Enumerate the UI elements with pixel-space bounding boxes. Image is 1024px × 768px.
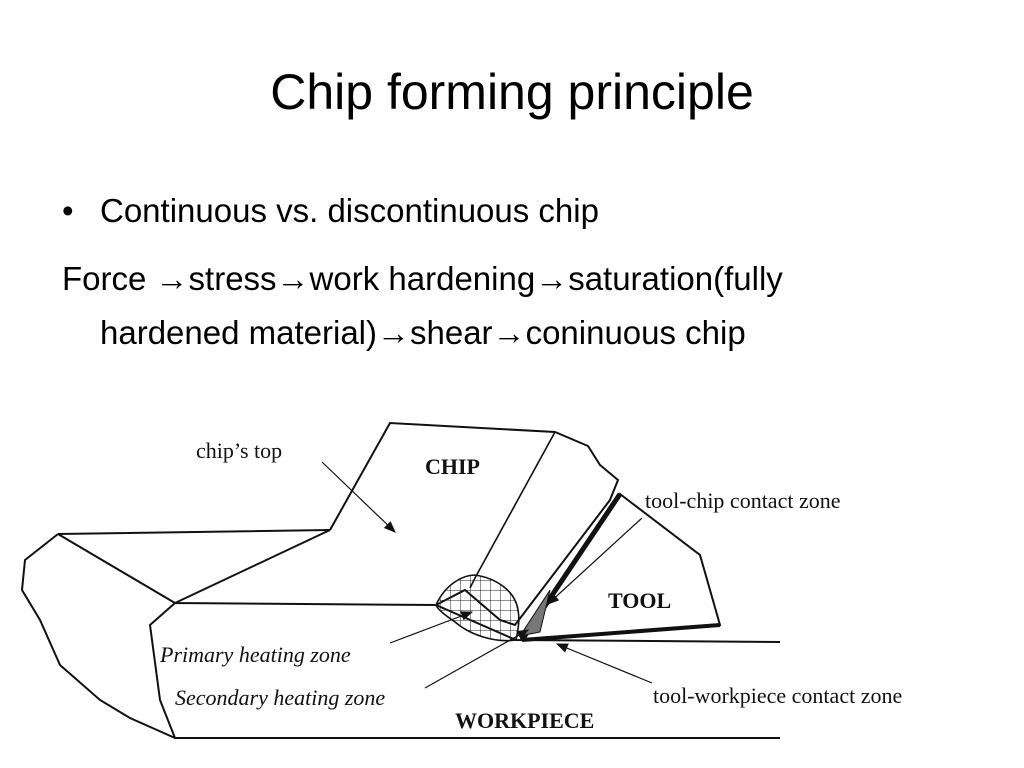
leader-secondary-heating xyxy=(424,629,530,689)
sequence-line-2: hardened material)→shear→coninuous chip xyxy=(62,306,962,360)
tool-flank-face xyxy=(521,623,721,642)
secondary-heating-zone xyxy=(518,589,551,637)
arrow-right-icon: → xyxy=(377,314,410,351)
arrow-right-icon: → xyxy=(535,260,569,297)
workpiece-body xyxy=(20,529,781,739)
bullet-text: Continuous vs. discontinuous chip xyxy=(100,192,599,229)
label-tool: TOOL xyxy=(608,588,671,613)
label-tool-chip-contact-zone: tool-chip contact zone xyxy=(645,488,840,513)
sequence-item-hardened-material: hardened material) xyxy=(100,314,377,351)
bullet-dot-icon: • xyxy=(62,192,74,229)
leader-primary-heating xyxy=(389,611,474,644)
slide-title: Chip forming principle xyxy=(270,64,754,120)
leader-tool-chip-contact xyxy=(547,517,643,605)
arrow-right-icon: → xyxy=(155,260,189,297)
bullet-item: • Continuous vs. discontinuous chip xyxy=(62,190,599,232)
label-chip: CHIP xyxy=(425,454,480,479)
leader-tool-workpiece-contact xyxy=(555,643,653,684)
arrow-right-icon: → xyxy=(492,314,526,351)
sequence-item-saturation: saturation(fully xyxy=(568,260,783,297)
arrow-right-icon: → xyxy=(276,260,310,297)
primary-heating-zone xyxy=(435,574,520,642)
process-sequence: Force →stress→work hardening→saturation(… xyxy=(62,252,962,360)
label-workpiece: WORKPIECE xyxy=(455,708,594,733)
label-chip-top: chip’s top xyxy=(196,438,282,463)
sequence-item-continuous-chip: coninuous chip xyxy=(525,314,746,351)
sequence-item-force: Force xyxy=(62,260,156,297)
sequence-item-shear: shear xyxy=(410,314,493,351)
sequence-item-stress: stress xyxy=(188,260,277,297)
label-secondary-heating-zone: Secondary heating zone xyxy=(175,685,385,710)
label-primary-heating-zone: Primary heating zone xyxy=(159,642,351,667)
label-tool-workpiece-contact-zone: tool-workpiece contact zone xyxy=(653,683,902,708)
chip-formation-diagram: chip’s top CHIP tool-chip contact zone T… xyxy=(20,421,902,739)
sequence-item-work-hardening: work hardening xyxy=(309,260,536,297)
workpiece-left-face xyxy=(57,533,176,604)
leader-chip-top xyxy=(321,461,396,533)
